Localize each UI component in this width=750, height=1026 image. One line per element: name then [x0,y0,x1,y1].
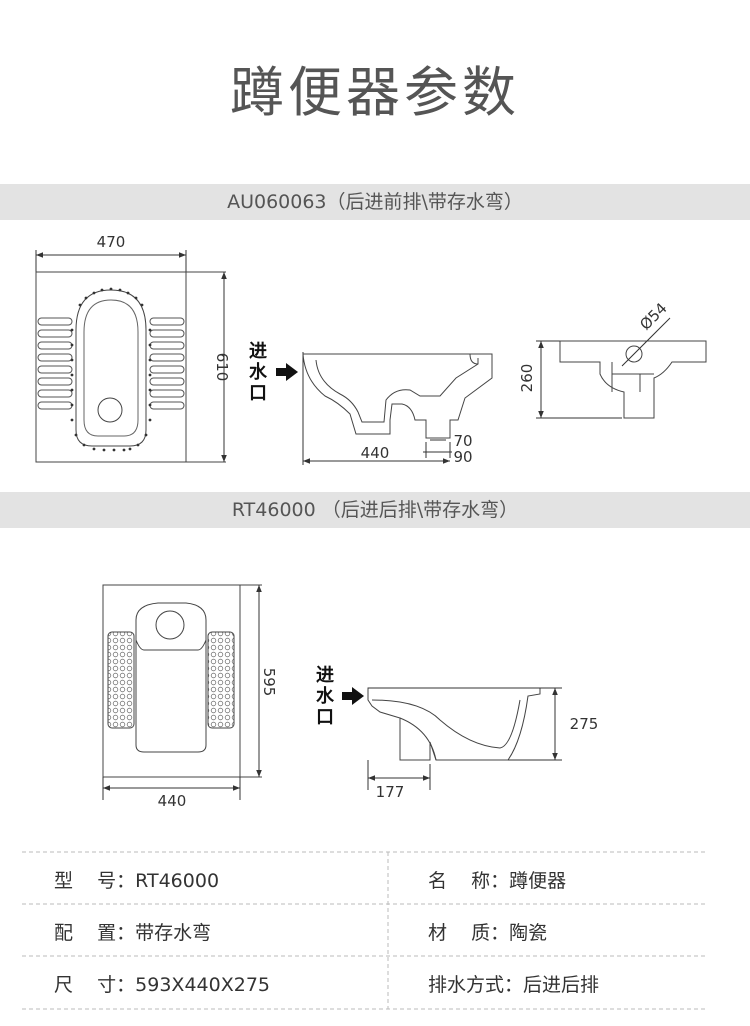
spec-model: 型 号：RT46000 [54,855,219,907]
spec-table-lines [22,851,708,1010]
spec-value: 蹲便器 [509,870,567,892]
au-side-length-label: 440 [361,444,390,462]
rt-offset-label: 177 [376,783,405,801]
spec-material: 材 质：陶瓷 [428,907,547,959]
model-band-rt46000: RT46000 （后进后排\带存水弯） [0,492,750,528]
rt-width-label: 440 [158,792,187,810]
inlet-arrow-icon [276,363,298,381]
model-line: AU060063（后进前排\带存水弯） [227,191,523,213]
spec-label: 材 质： [428,922,510,944]
spec-configuration: 配 置：带存水弯 [54,907,211,959]
inlet-label-char: 水 [249,361,268,383]
model-line: RT46000 （后进后排\带存水弯） [231,499,519,521]
rt46000-top-view [102,584,262,800]
rt-height-label: 595 [260,668,278,697]
au-width-label: 470 [97,233,126,251]
spec-value: 593X440X275 [135,974,270,996]
technical-drawings: 470 610 进 水 口 440 70 90 260 Ø54 [35,233,707,810]
au060063-front-view [536,317,707,419]
spec-table: 型 号：RT46000 名 称：蹲便器 配 置：带存水弯 材 质：陶瓷 尺 寸：… [22,851,708,1011]
spec-label: 尺 寸： [54,974,136,996]
au060063-side-view [302,352,493,465]
rt-side-height-label: 275 [570,715,599,733]
spec-name: 名 称：蹲便器 [428,855,566,907]
au-outlet-label-b: 90 [453,448,472,466]
spec-value: 后进后排 [523,974,600,996]
spec-label: 名 称： [428,870,510,892]
au-diameter-label: Ø54 [636,299,671,334]
au060063-top-view [35,250,227,463]
inlet-label-char: 口 [316,707,334,728]
spec-value: 带存水弯 [135,922,212,944]
au-front-height-label: 260 [518,364,536,393]
model-band-au060063: AU060063（后进前排\带存水弯） [0,184,750,220]
spec-dimensions: 尺 寸：593X440X275 [54,959,270,1011]
inlet-label-char: 进 [249,341,267,362]
page-title: 蹲便器参数 [230,61,520,124]
au-height-label: 610 [213,353,231,382]
spec-drainage: 排水方式：后进后排 [428,959,599,1011]
inlet-arrow-icon [342,687,364,705]
spec-value: RT46000 [135,870,220,892]
spec-label: 排水方式： [428,974,524,996]
inlet-label-char: 口 [249,383,267,404]
rt46000-side-view [367,687,562,790]
inlet-label-char: 进 [316,665,334,686]
inlet-label-char: 水 [316,685,335,707]
spec-label: 型 号： [54,870,136,892]
spec-value: 陶瓷 [509,922,548,944]
spec-label: 配 置： [54,922,136,944]
au-outlet-label-a: 70 [453,432,472,450]
